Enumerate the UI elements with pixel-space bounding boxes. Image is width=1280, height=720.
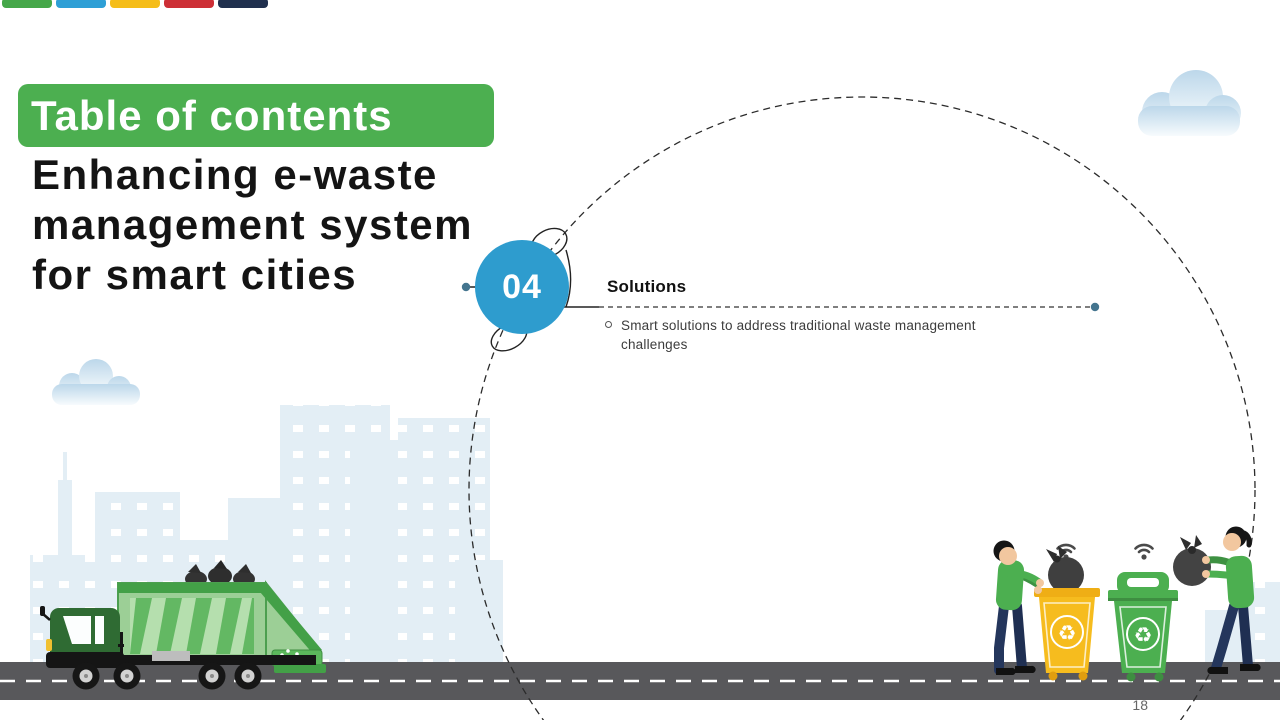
header-tab-green bbox=[2, 0, 52, 8]
page-title: Table of contents bbox=[18, 84, 494, 147]
header-tab-yellow bbox=[110, 0, 160, 8]
header-tab-red bbox=[164, 0, 214, 8]
toc-item-bullet: Smart solutions to address traditional w… bbox=[605, 316, 1037, 354]
header-tab-blue bbox=[56, 0, 106, 8]
toc-item-title: Solutions bbox=[607, 277, 687, 296]
subtitle-line: for smart cities bbox=[32, 251, 358, 298]
circle-bullet-icon bbox=[605, 321, 612, 328]
header-color-tabs bbox=[2, 0, 268, 8]
toc-item-bullet-text: Smart solutions to address traditional w… bbox=[621, 318, 976, 353]
toc-number-badge: 04 bbox=[475, 240, 569, 334]
header-tab-navy bbox=[218, 0, 268, 8]
subtitle-line: management system bbox=[32, 201, 474, 248]
slide-subtitle: Enhancing e-waste management system for … bbox=[32, 150, 532, 300]
subtitle-line: Enhancing e-waste bbox=[32, 151, 438, 198]
page-number: 18 bbox=[1132, 697, 1148, 713]
